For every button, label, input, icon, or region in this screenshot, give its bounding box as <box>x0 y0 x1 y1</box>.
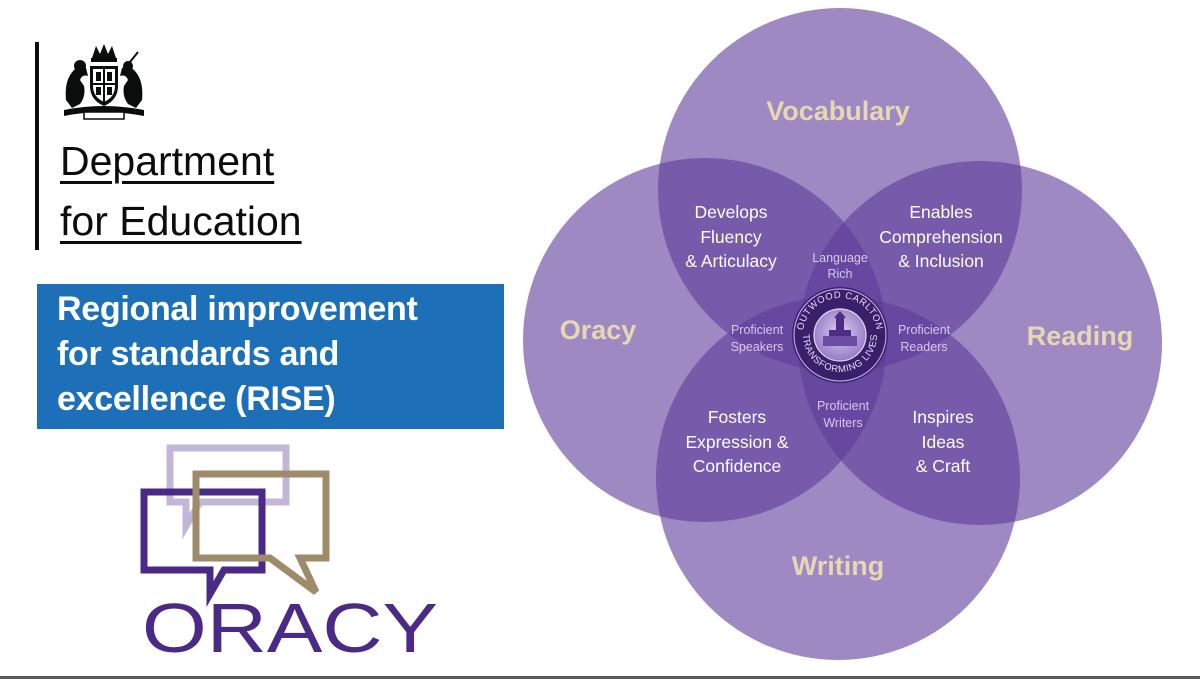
royal-crest-icon <box>64 44 144 120</box>
rise-title-line-1: Regional improvement <box>57 290 418 328</box>
inner-right-line-2: Readers <box>900 340 947 354</box>
inner-left-line-2: Speakers <box>731 340 784 354</box>
rise-banner: Regional improvement for standards and e… <box>37 284 504 429</box>
inner-top-line-2: Rich <box>827 267 852 281</box>
inner-right-line-1: Proficient <box>898 323 951 337</box>
speech-bubble-lavender-icon <box>166 444 290 539</box>
label-writing: Writing <box>792 551 884 581</box>
venn-diagram: Vocabulary Oracy Reading Writing Develop… <box>523 8 1162 660</box>
inner-bottom-line-2: Writers <box>823 416 862 430</box>
dfe-logo-rule <box>35 42 39 250</box>
overlap-oracy-writing-line-1: Fosters <box>708 407 767 427</box>
oracy-logo-word: ORACY <box>142 589 438 665</box>
overlap-reading-writing-line-1: Inspires <box>912 407 974 427</box>
label-vocabulary: Vocabulary <box>766 96 910 126</box>
overlap-vocab-reading-line-3: & Inclusion <box>898 251 984 271</box>
overlap-reading-writing-line-2: Ideas <box>922 432 965 452</box>
rise-title-line-2: for standards and <box>57 335 340 373</box>
overlap-vocab-reading-line-2: Comprehension <box>879 227 1003 247</box>
overlap-oracy-writing-line-3: Confidence <box>693 456 782 476</box>
overlap-oracy-writing-line-2: Expression & <box>685 432 788 452</box>
left-panel: Department for Education Regional improv… <box>0 0 520 679</box>
inner-top-line-1: Language <box>812 251 868 265</box>
school-building-icon <box>823 311 857 346</box>
department-title-line-1: Department <box>60 138 275 184</box>
oracy-logo: ORACY <box>140 444 438 665</box>
department-title-line-2: for Education <box>60 198 302 244</box>
overlap-reading-writing-line-3: & Craft <box>916 456 971 476</box>
inner-left-line-1: Proficient <box>731 323 784 337</box>
inner-bottom-line-1: Proficient <box>817 399 870 413</box>
circle-writing <box>656 296 1020 660</box>
overlap-vocab-oracy-line-3: & Articulacy <box>685 251 777 271</box>
label-oracy: Oracy <box>560 315 637 345</box>
speech-bubble-gold-icon <box>192 470 330 595</box>
bottom-divider <box>0 676 1200 679</box>
speech-bubble-purple-icon <box>140 488 266 607</box>
outwood-carlton-seal: OUTWOOD CARLTON TRANSFORMING LIVES <box>792 287 888 383</box>
label-reading: Reading <box>1027 321 1134 351</box>
rise-title-line-3: excellence (RISE) <box>57 380 336 418</box>
overlap-vocab-reading-line-1: Enables <box>909 202 972 222</box>
overlap-vocab-oracy-line-2: Fluency <box>700 227 762 247</box>
overlap-vocab-oracy-line-1: Develops <box>695 202 768 222</box>
